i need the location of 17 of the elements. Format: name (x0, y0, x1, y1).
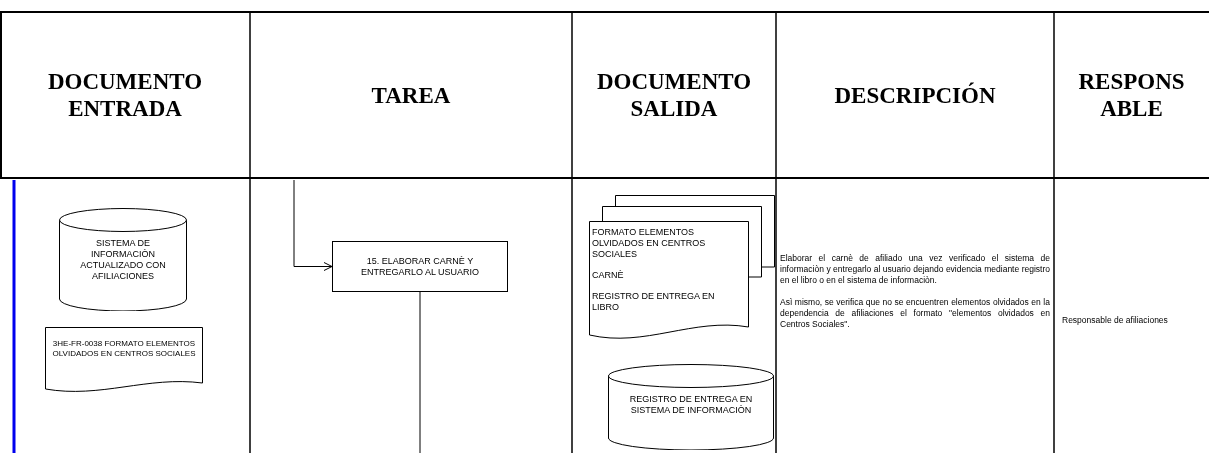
column-header: DOCUMENTO ENTRADA (46, 68, 204, 122)
description-text: Elaborar el carnè de afiliado una vez verificado el sistema de informaciòn y entregarlo al usuario dejando evidencia mediante registro en el libro o en el sistema de informaciòn. (780, 253, 1050, 286)
column-header: DOCUMENTO SALIDA (595, 68, 753, 122)
node-text: 15. ELABORAR CARNÈ Y ENTREGARLO AL USUARIO (359, 255, 481, 278)
node-text: 3HE-FR-0038 FORMATO ELEMENTOS OLVIDADOS EN CENTROS SOCIALES (51, 339, 197, 359)
arrow (293, 179, 333, 271)
column-header: DESCRIPCIÓN (834, 81, 996, 109)
node-text: REGISTRO DE ENTREGA EN SISTEMA DE INFORMACIÒN (628, 394, 754, 416)
column-header: TAREA (371, 81, 451, 109)
node-text: FORMATO ELEMENTOS OLVIDADOS EN CENTROS SOCIALES (592, 227, 707, 260)
description-text: Asì mismo, se verifica que no se encuentren elementos olvidados en la dependencia de afiliaciones el formato "elementos olvidados en Centros Sociales". (780, 297, 1050, 330)
responsible-text: Responsable de afiliaciones (1062, 314, 1168, 327)
node-text: CARNÈ (592, 270, 625, 281)
node-text: REGISTRO DE ENTREGA EN LIBRO (592, 291, 716, 313)
connector-line (419, 291, 421, 453)
node-text: SISTEMA DE INFORMACIÒN ACTUALIZADO CON AFILIACIONES (79, 238, 167, 282)
column-header: RESPONSABLE (1077, 68, 1186, 122)
